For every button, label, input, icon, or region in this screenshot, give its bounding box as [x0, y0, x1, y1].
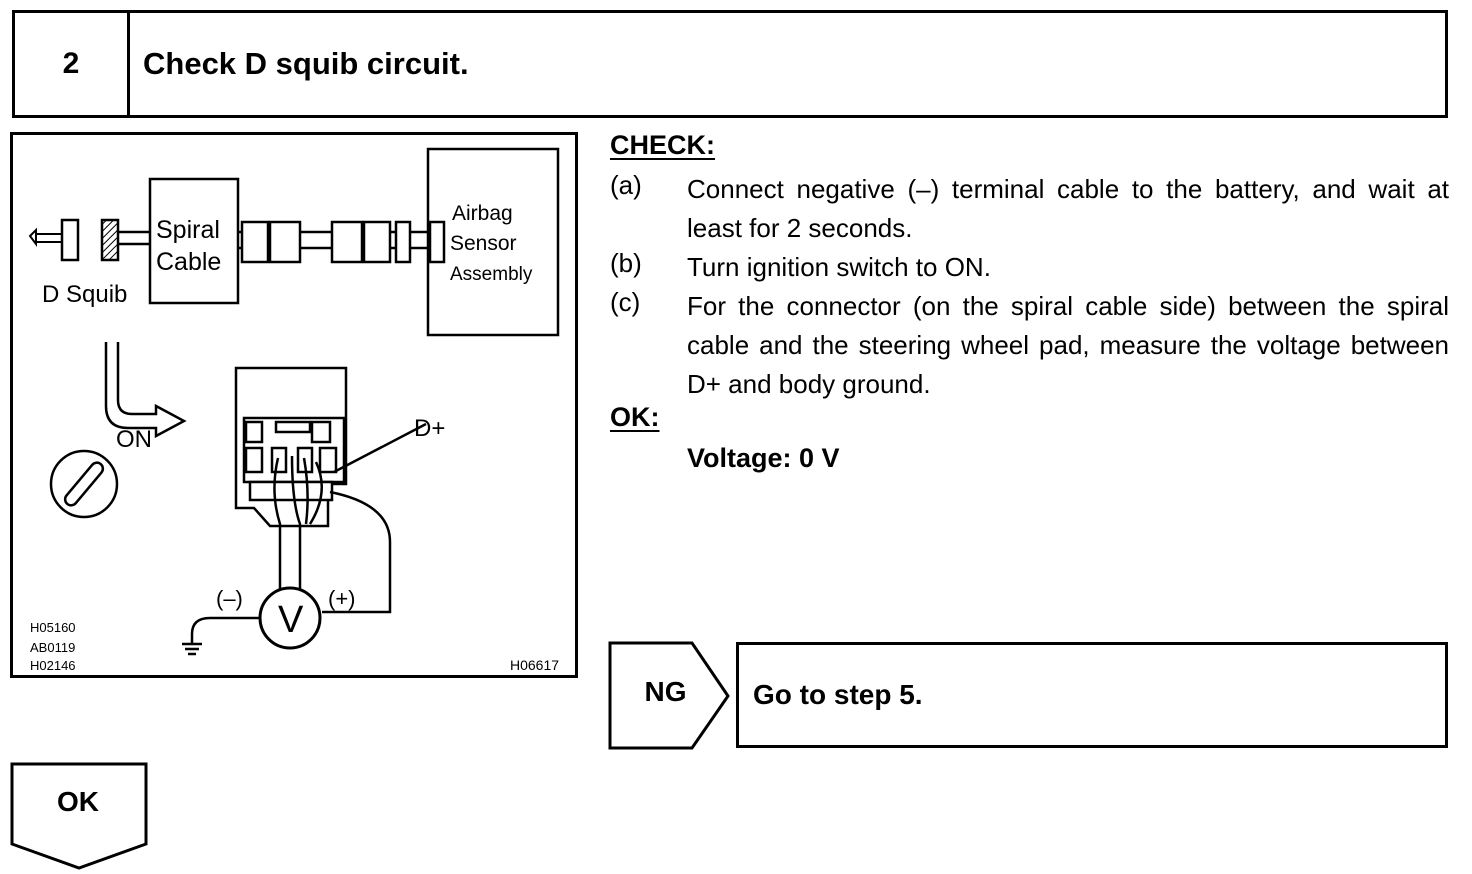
- check-step-b-marker: (b): [610, 248, 642, 278]
- spiral-label-line2: Cable: [156, 248, 221, 276]
- minus-label: (–): [216, 586, 243, 611]
- spiral-label-line1: Spiral: [156, 216, 220, 244]
- step-title: Check D squib circuit.: [143, 46, 469, 81]
- ng-label: NG: [644, 676, 687, 707]
- check-step-c-marker: (c): [610, 287, 641, 317]
- ok-arrow-label: OK: [57, 786, 99, 817]
- bent-arrow-icon: [104, 342, 187, 439]
- check-step-b-text: Turn ignition switch to ON.: [687, 252, 991, 282]
- figure-code-3: H02146: [30, 658, 76, 673]
- wiring-diagram-figure: D Squib Spiral Cable Airbag Sensor Assem…: [10, 132, 578, 678]
- ng-action-text: Go to step 5.: [753, 679, 923, 710]
- plus-label: (+): [328, 586, 356, 611]
- step-number: 2: [15, 13, 130, 115]
- ground-symbol: [182, 616, 260, 656]
- airbag-sensor-box: [426, 147, 560, 337]
- d-squib-connector: [28, 218, 150, 262]
- check-step-c-text: For the connector (on the spiral cable s…: [687, 291, 1449, 399]
- d-squib-label: D Squib: [42, 281, 127, 308]
- airbag-label-line3: Assembly: [450, 264, 533, 285]
- figure-code-2: AB0119: [30, 640, 75, 655]
- d-plus-label: D+: [414, 415, 445, 442]
- figure-code-4: H06617: [510, 657, 559, 673]
- check-step-a-text: Connect negative (–) terminal cable to t…: [687, 174, 1449, 243]
- airbag-label-line1: Airbag: [452, 202, 513, 225]
- ok-heading: OK:: [610, 402, 660, 432]
- step-header: 2 Check D squib circuit.: [12, 10, 1448, 118]
- volt-label: V: [278, 599, 304, 641]
- harness-connectors: [238, 220, 446, 264]
- check-step-a-marker: (a): [610, 170, 642, 200]
- check-heading: CHECK:: [610, 130, 715, 160]
- spiral-cable-box: [148, 177, 240, 305]
- expected-result: Voltage: 0 V: [687, 443, 840, 473]
- connector-face: [234, 366, 348, 528]
- on-label: ON: [116, 426, 152, 453]
- ng-action-box: Go to step 5.: [736, 642, 1448, 748]
- airbag-label-line2: Sensor: [450, 232, 517, 255]
- ng-arrow-box: [608, 641, 730, 750]
- probe-leads: [273, 422, 427, 614]
- ignition-key-icon: [49, 449, 119, 519]
- figure-code-1: H05160: [30, 620, 76, 635]
- ok-arrow-box: [10, 762, 148, 870]
